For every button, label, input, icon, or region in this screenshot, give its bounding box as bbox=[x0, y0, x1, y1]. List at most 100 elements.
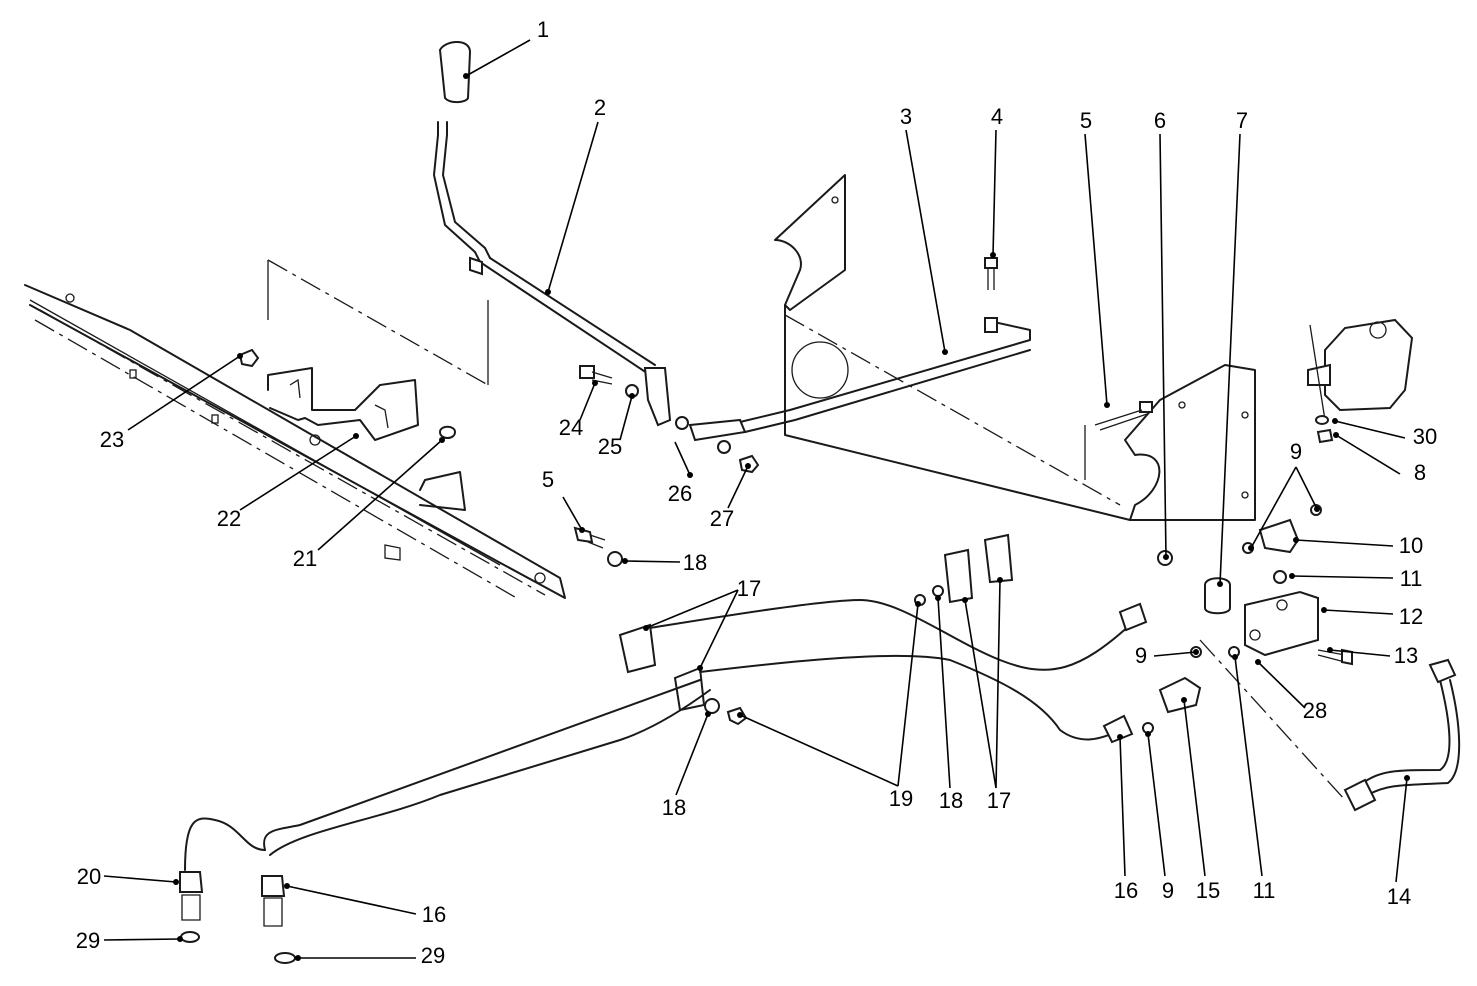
callout-16b: 16 bbox=[422, 902, 446, 927]
leader-line-c16b bbox=[286, 885, 417, 915]
leader-line-c21 bbox=[317, 439, 443, 551]
leader-line-c5b bbox=[562, 496, 583, 531]
leader-line-c17a bbox=[645, 589, 739, 629]
leader-dot-c17b bbox=[962, 597, 968, 603]
leader-dot-c20 bbox=[173, 879, 179, 885]
callout-23: 23 bbox=[100, 427, 124, 452]
leader-line-c1 bbox=[465, 39, 531, 77]
leader-dot-c29a bbox=[177, 936, 183, 942]
leader-dot-c11a bbox=[1289, 573, 1295, 579]
leader-line-c29a bbox=[103, 938, 181, 941]
leader-dot-c16a bbox=[1117, 734, 1123, 740]
leader-dot-c9a bbox=[1248, 545, 1254, 551]
frame-rail bbox=[24, 284, 566, 601]
leader-line-c10 bbox=[1295, 539, 1394, 547]
leader-dot-c18b bbox=[705, 711, 711, 717]
leader-line-c12 bbox=[1323, 609, 1394, 615]
leader-line-c17b bbox=[995, 579, 1001, 789]
callout-27: 27 bbox=[710, 506, 734, 531]
leader-line-c27 bbox=[727, 465, 749, 509]
callout-22: 22 bbox=[217, 506, 241, 531]
callout-9b: 9 bbox=[1135, 643, 1147, 668]
leader-dot-c17a bbox=[697, 665, 703, 671]
callout-12: 12 bbox=[1399, 604, 1423, 629]
support-plate-upper bbox=[774, 174, 1131, 521]
leader-dot-c21 bbox=[439, 437, 445, 443]
leader-line-c17b bbox=[964, 599, 997, 789]
leader-dot-c14 bbox=[1404, 775, 1410, 781]
callout-24: 24 bbox=[559, 415, 583, 440]
leader-dot-c13 bbox=[1327, 647, 1333, 653]
callout-5b: 5 bbox=[542, 467, 554, 492]
callout-25: 25 bbox=[598, 434, 622, 459]
leader-line-c2 bbox=[547, 121, 599, 293]
leader-line-c9c bbox=[1147, 733, 1166, 877]
callout-17: 17 bbox=[737, 576, 761, 601]
mount-bracket bbox=[267, 259, 489, 511]
leader-line-c4 bbox=[992, 129, 997, 256]
callout-13: 13 bbox=[1394, 643, 1418, 668]
leader-dot-c18a bbox=[622, 558, 628, 564]
leader-dot-c19 bbox=[737, 712, 743, 718]
leader-line-c9a bbox=[1250, 466, 1297, 549]
leader-line-c26 bbox=[674, 441, 691, 476]
callout-26: 26 bbox=[668, 481, 692, 506]
callout-29: 29 bbox=[76, 928, 100, 953]
leader-dot-c19 bbox=[915, 601, 921, 607]
leader-line-c30 bbox=[1334, 420, 1406, 439]
leader-dot-c16b bbox=[284, 883, 290, 889]
leader-dot-c8 bbox=[1333, 432, 1339, 438]
callout-19: 19 bbox=[889, 786, 913, 811]
leader-dot-c12 bbox=[1321, 607, 1327, 613]
hydraulic-lines bbox=[179, 599, 1148, 964]
leader-line-c7 bbox=[1219, 133, 1241, 585]
leader-dot-c9a bbox=[1314, 506, 1320, 512]
leader-line-c19 bbox=[739, 714, 899, 787]
line-clamps bbox=[618, 533, 1014, 712]
leader-dot-c18c bbox=[935, 595, 941, 601]
leader-line-c11a bbox=[1291, 575, 1394, 579]
callout-9c: 9 bbox=[1162, 878, 1174, 903]
leader-dot-c15 bbox=[1181, 697, 1187, 703]
leader-dot-c7 bbox=[1217, 581, 1223, 587]
leader-line-c24 bbox=[579, 382, 596, 421]
callout-18c: 18 bbox=[939, 788, 963, 813]
callout-11b: 11 bbox=[1253, 878, 1276, 903]
leader-dot-c28 bbox=[1255, 659, 1261, 665]
callout-1: 1 bbox=[537, 17, 549, 42]
leader-dot-c9c bbox=[1145, 731, 1151, 737]
leader-dot-c30 bbox=[1332, 418, 1338, 424]
leader-line-c20 bbox=[103, 875, 177, 883]
callout-11: 11 bbox=[1400, 566, 1423, 591]
leader-line-c9a bbox=[1295, 466, 1318, 510]
leader-line-c22 bbox=[239, 435, 357, 511]
leader-line-c14 bbox=[1395, 777, 1408, 883]
callout-18: 18 bbox=[683, 550, 707, 575]
callout-21: 21 bbox=[293, 546, 317, 571]
leader-dot-c17b bbox=[997, 577, 1003, 583]
control-valve bbox=[1307, 318, 1414, 444]
leader-dot-c17a bbox=[643, 625, 649, 631]
leader-line-c23 bbox=[127, 355, 241, 431]
hardware bbox=[238, 257, 1173, 726]
leader-line-c17a bbox=[699, 589, 739, 669]
leader-line-c3 bbox=[905, 129, 946, 353]
callout-4: 4 bbox=[991, 104, 1003, 129]
control-lever bbox=[433, 41, 672, 427]
leader-dot-c22 bbox=[353, 433, 359, 439]
leader-dot-c11b bbox=[1232, 654, 1238, 660]
callout-9: 9 bbox=[1290, 439, 1302, 464]
leader-line-c16a bbox=[1119, 736, 1126, 877]
callout-17b: 17 bbox=[987, 788, 1011, 813]
callout-8: 8 bbox=[1414, 460, 1426, 485]
leader-dot-c6 bbox=[1163, 554, 1169, 560]
leader-line-c28 bbox=[1257, 661, 1306, 709]
leader-line-c5a bbox=[1084, 133, 1108, 406]
leader-dot-c4 bbox=[990, 252, 996, 258]
leader-line-c19 bbox=[897, 603, 919, 787]
leader-line-c18c bbox=[937, 597, 951, 789]
leader-dot-c26 bbox=[687, 472, 693, 478]
callout-14: 14 bbox=[1387, 884, 1411, 909]
callout-15: 15 bbox=[1196, 878, 1220, 903]
